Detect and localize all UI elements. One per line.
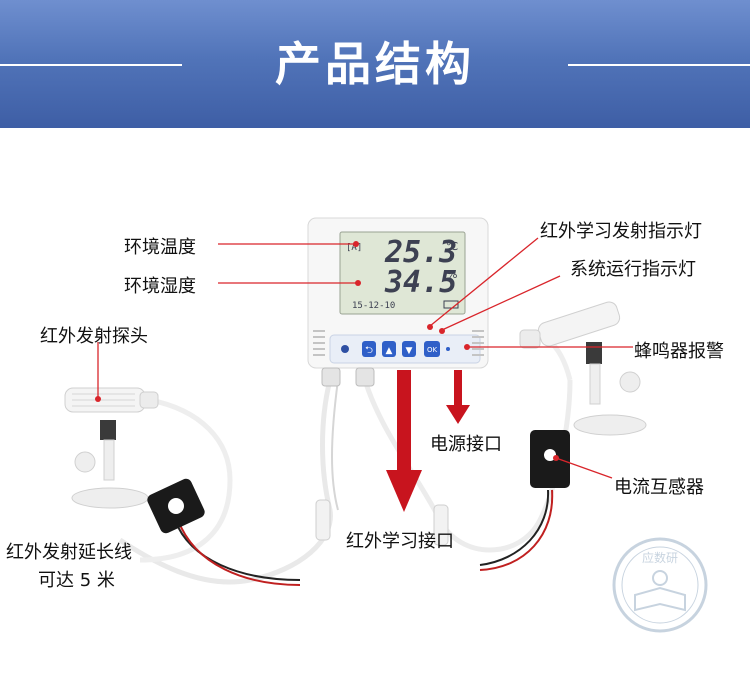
lcd-screen xyxy=(339,231,466,315)
back-button[interactable] xyxy=(362,341,376,357)
label-current-transformer: 电流互感器 xyxy=(614,477,704,498)
current-transformer-right xyxy=(530,430,570,488)
leader-current-transformer xyxy=(555,457,613,479)
watermark-seal: 应数研 xyxy=(612,537,708,633)
label-ir-learn-indicator: 红外学习发射指示灯 xyxy=(540,221,702,242)
leader-dot-ir-probe xyxy=(95,396,101,402)
cable-left-shadow xyxy=(331,379,339,511)
label-env-humidity: 环境湿度 xyxy=(124,276,196,297)
ir-learn-port-arrow xyxy=(386,370,422,512)
lcd-temperature: 25.3 xyxy=(384,235,457,270)
ir-probe-left xyxy=(64,387,159,509)
back-button-label: ⮌ xyxy=(365,345,373,356)
product-diagram: [A] 25.3 ℃ 34.5 % 15-12-10 ⮌ ▲ ▼ OK xyxy=(64,217,708,633)
lcd-humidity: 34.5 xyxy=(384,265,457,300)
lcd-date: 15-12-10 xyxy=(352,301,395,311)
label-ir-probe: 红外发射探头 xyxy=(40,326,148,347)
down-button[interactable] xyxy=(402,341,416,357)
cable-gland-2 xyxy=(355,367,375,387)
ok-button-label: OK xyxy=(427,346,438,354)
cable-connector-left xyxy=(315,499,331,541)
ok-button[interactable] xyxy=(424,341,440,357)
lcd-humidity-unit: % xyxy=(447,268,457,281)
cable-gland-1 xyxy=(321,367,341,387)
brand-logo-icon xyxy=(341,345,349,353)
page-title: 产品结构 xyxy=(275,37,475,91)
ct-wire-left-red xyxy=(177,519,301,586)
cable-left-lower xyxy=(118,379,333,585)
up-button-label: ▲ xyxy=(386,346,393,356)
label-ir-learn-port: 红外学习接口 xyxy=(346,531,454,552)
ct-wire-right-black xyxy=(479,489,550,566)
leader-dot-env-humidity xyxy=(355,280,361,286)
device-buttons: ⮌ ▲ ▼ OK xyxy=(341,341,450,357)
ct-wire-right-red xyxy=(479,489,554,571)
power-port-arrow xyxy=(446,370,470,424)
watermark-text: 应数研 xyxy=(642,550,678,565)
leader-dot-buzzer xyxy=(464,344,470,350)
side-vent-right xyxy=(472,330,484,356)
leader-ir-learn-indicator xyxy=(429,237,539,327)
current-transformer-left xyxy=(147,478,205,534)
up-button[interactable] xyxy=(382,341,396,357)
lcd-battery-icon xyxy=(443,300,459,309)
down-button-label: ▼ xyxy=(406,346,413,356)
label-ir-extension: 红外发射延长线 xyxy=(6,542,132,563)
banner-rule-right xyxy=(568,64,750,66)
leader-dot-ir-learn xyxy=(427,324,433,330)
lcd-temp-unit: ℃ xyxy=(446,240,458,253)
ir-probe-right xyxy=(519,301,647,436)
banner-rule-left xyxy=(0,64,182,66)
label-power-port: 电源接口 xyxy=(430,434,502,455)
side-vent-left xyxy=(313,330,325,356)
status-led xyxy=(446,347,450,351)
label-system-indicator: 系统运行指示灯 xyxy=(570,259,696,280)
leader-dot-system xyxy=(439,328,445,334)
label-buzzer-alarm: 蜂鸣器报警 xyxy=(634,341,724,362)
leader-system-indicator xyxy=(441,275,561,331)
leader-dot-current xyxy=(553,455,559,461)
ct-wire-left-black xyxy=(174,519,301,581)
label-ir-extension-range: 可达 5 米 xyxy=(38,570,115,591)
leader-dot-env-temp xyxy=(353,241,359,247)
label-env-temp: 环境温度 xyxy=(124,237,196,258)
lcd-mode-indicator: [A] xyxy=(346,243,362,253)
cable-connector-right xyxy=(433,504,449,546)
cable-probe-left xyxy=(139,397,233,563)
title-banner: 产品结构 xyxy=(0,0,750,128)
